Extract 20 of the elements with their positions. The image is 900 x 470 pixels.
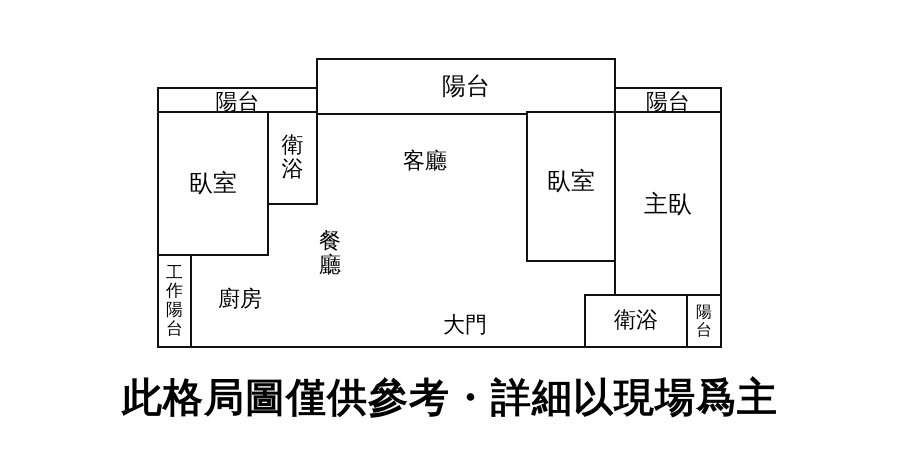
room-label: 陽台: [442, 73, 490, 100]
room-label: 陽台: [646, 90, 690, 116]
bathroom-room: [584, 294, 688, 348]
room-label: 衛浴: [280, 134, 304, 182]
bedroom-room: [157, 111, 269, 256]
room-label: 陽台: [696, 303, 712, 339]
room-label: 臥室: [189, 170, 237, 197]
room-label: 廚房: [217, 288, 263, 312]
room-label: 餐廳: [318, 230, 342, 278]
room-label: 陽台: [216, 90, 260, 116]
room-label: 大門: [442, 314, 488, 338]
caption: 此格局圖僅供參考・詳細以現場爲主: [120, 374, 779, 423]
bathroom-room: [267, 111, 318, 205]
room-label: 客廳: [402, 150, 448, 174]
room-label: 主臥: [644, 191, 692, 218]
room-label: 工作陽台: [166, 264, 184, 338]
room-label: 臥室: [547, 168, 595, 195]
bedroom-room: [526, 111, 616, 262]
balcony-room: [316, 58, 616, 115]
room-label: 衛浴: [614, 308, 658, 334]
